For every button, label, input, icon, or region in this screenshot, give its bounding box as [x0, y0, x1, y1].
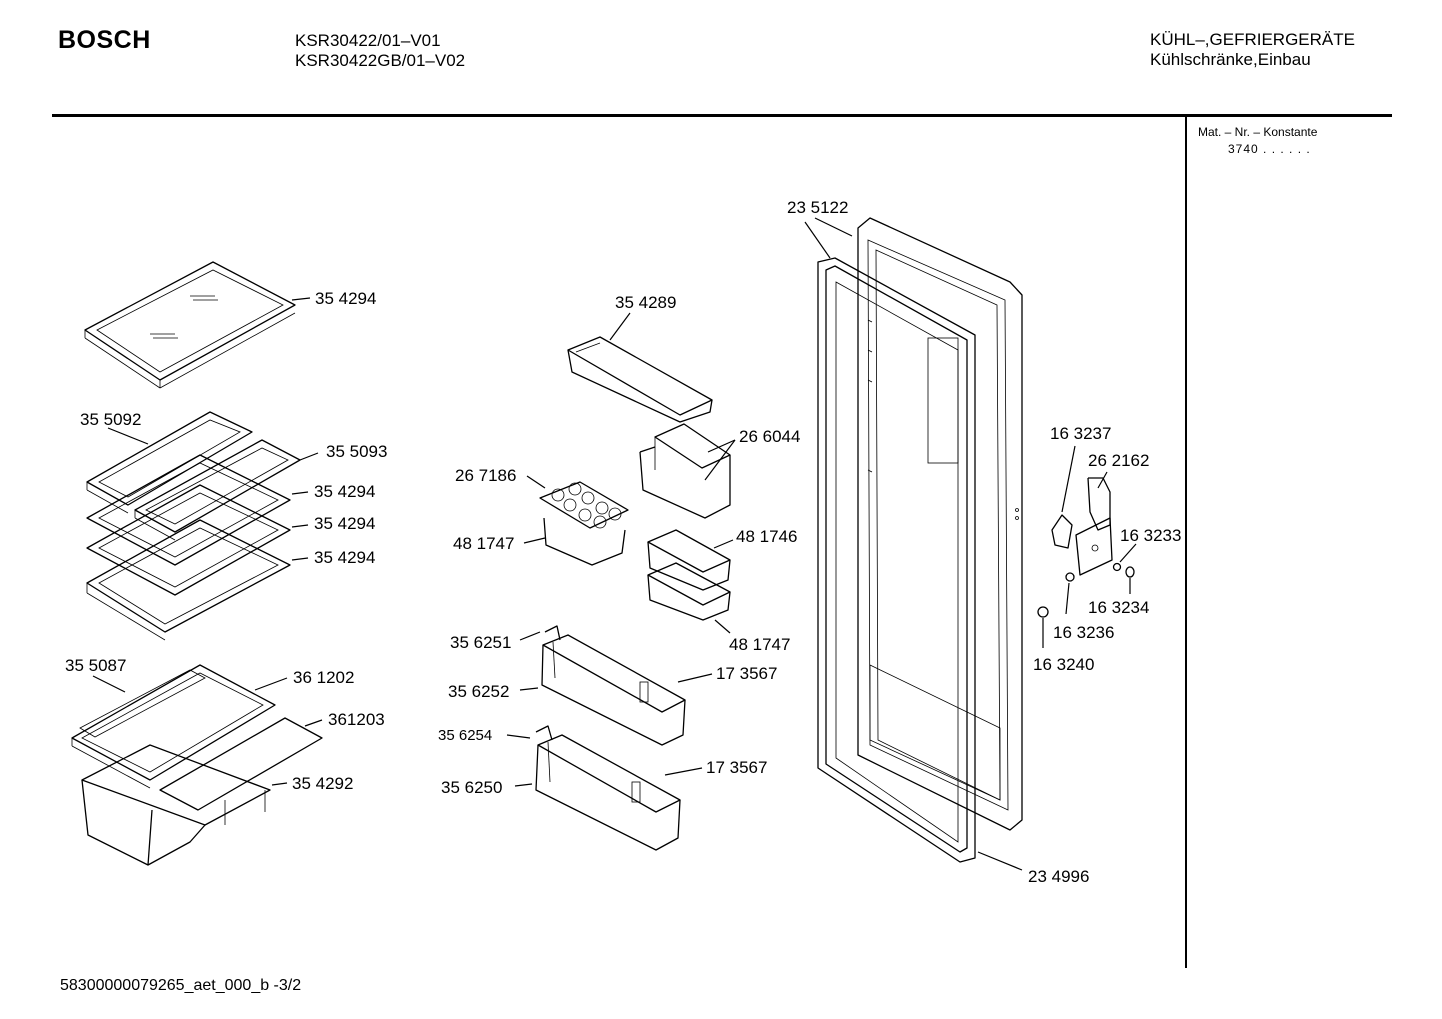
part-label-23-5122: 23 5122 [787, 198, 853, 259]
part-label-35-5092: 35 5092 [80, 410, 149, 445]
brand-logo: BOSCH [58, 26, 151, 54]
butter-box-drawing [639, 423, 731, 519]
part-label-35-6250: 35 6250 [441, 778, 533, 797]
category-subtitle: Kühlschränke,Einbau [1150, 50, 1311, 69]
part-label-35-4294-c: 35 4294 [291, 514, 375, 533]
part-label-35-4294-d: 35 4294 [291, 548, 375, 567]
svg-text:35 4292: 35 4292 [292, 774, 353, 793]
header-divider [52, 114, 1392, 117]
part-label-17-3567-a: 17 3567 [677, 664, 777, 683]
door-gasket-drawing [817, 257, 976, 863]
glass-shelf-top-drawing [84, 261, 296, 389]
part-label-35-4292: 35 4292 [271, 774, 353, 793]
part-label-16-3237: 16 3237 [1050, 424, 1111, 513]
model-number-1: KSR30422/01–V01 [295, 31, 441, 50]
side-panel-divider [1185, 116, 1187, 968]
svg-text:35 5087: 35 5087 [65, 656, 126, 675]
svg-text:26 6044: 26 6044 [739, 427, 800, 446]
part-label-35-6254: 35 6254 [438, 727, 531, 744]
egg-tray-drawing [539, 481, 629, 566]
svg-text:35 4289: 35 4289 [615, 293, 676, 312]
part-label-16-3233: 16 3233 [1119, 526, 1181, 563]
svg-text:35 4294: 35 4294 [315, 289, 376, 308]
part-label-23-4996: 23 4996 [977, 851, 1089, 886]
part-label-35-4294-b: 35 4294 [291, 482, 375, 501]
hinge-bracket-drawing [1037, 477, 1135, 618]
model-number-2: KSR30422GB/01–V02 [295, 51, 466, 70]
split-shelf-drawing [86, 411, 301, 541]
part-label-36-1202: 36 1202 [254, 668, 354, 691]
svg-text:17 3567: 17 3567 [716, 664, 777, 683]
svg-text:16 3236: 16 3236 [1053, 623, 1114, 642]
svg-text:48 1747: 48 1747 [453, 534, 514, 553]
svg-text:35 4294: 35 4294 [314, 482, 375, 501]
part-label-48-1747-b: 48 1747 [714, 619, 790, 654]
large-door-bin-upper-drawing [541, 625, 686, 746]
part-label-16-3234: 16 3234 [1088, 578, 1149, 617]
svg-text:35 6250: 35 6250 [441, 778, 502, 797]
large-door-bin-lower-drawing [535, 725, 681, 851]
part-label-361203: 361203 [304, 710, 385, 729]
part-label-17-3567-b: 17 3567 [664, 758, 767, 777]
part-label-35-6251: 35 6251 [450, 631, 541, 652]
part-label-48-1746: 48 1746 [713, 527, 797, 549]
svg-text:16 3234: 16 3234 [1088, 598, 1149, 617]
svg-text:26 7186: 26 7186 [455, 466, 516, 485]
svg-text:35 5092: 35 5092 [80, 410, 141, 429]
part-label-35-4289: 35 4289 [609, 293, 676, 341]
svg-text:16 3240: 16 3240 [1033, 655, 1094, 674]
part-label-16-3236: 16 3236 [1053, 582, 1114, 642]
document-id: 58300000079265_aet_000_b -3/2 [60, 977, 302, 994]
svg-text:16 3237: 16 3237 [1050, 424, 1111, 443]
svg-text:35 6251: 35 6251 [450, 633, 511, 652]
svg-text:35 6252: 35 6252 [448, 682, 509, 701]
door-panel-drawing [857, 217, 1023, 831]
svg-text:48 1747: 48 1747 [729, 635, 790, 654]
svg-text:48 1746: 48 1746 [736, 527, 797, 546]
svg-text:23 5122: 23 5122 [787, 198, 848, 217]
svg-text:16 3233: 16 3233 [1120, 526, 1181, 545]
svg-text:35 6254: 35 6254 [438, 727, 492, 744]
category-title: KÜHL–,GEFRIERGERÄTE [1150, 30, 1355, 49]
svg-text:26 2162: 26 2162 [1088, 451, 1149, 470]
part-label-35-6252: 35 6252 [448, 682, 539, 701]
glass-shelf-stack-drawing [86, 454, 291, 641]
part-label-26-2162: 26 2162 [1088, 451, 1149, 489]
part-label-48-1747-a: 48 1747 [453, 534, 546, 553]
material-number-constant: 3740 . . . . . . [1228, 142, 1311, 156]
svg-text:361203: 361203 [328, 710, 385, 729]
material-number-heading: Mat. – Nr. – Konstante [1198, 125, 1318, 139]
part-label-26-7186: 26 7186 [455, 466, 546, 489]
svg-text:35 5093: 35 5093 [326, 442, 387, 461]
door-shelf-top-drawing [567, 336, 713, 423]
svg-text:35 4294: 35 4294 [314, 548, 375, 567]
part-label-35-4294-a: 35 4294 [291, 289, 376, 308]
svg-text:17 3567: 17 3567 [706, 758, 767, 777]
part-label-35-5093: 35 5093 [299, 442, 387, 461]
crisper-cover-drawing [71, 664, 323, 811]
part-label-16-3240: 16 3240 [1033, 618, 1094, 674]
part-label-35-5087: 35 5087 [65, 656, 126, 693]
svg-text:36 1202: 36 1202 [293, 668, 354, 687]
svg-text:23 4996: 23 4996 [1028, 867, 1089, 886]
small-bins-drawing [647, 529, 731, 621]
crisper-drawer-drawing [81, 744, 271, 866]
part-label-26-6044: 26 6044 [704, 427, 800, 481]
svg-text:35 4294: 35 4294 [314, 514, 375, 533]
